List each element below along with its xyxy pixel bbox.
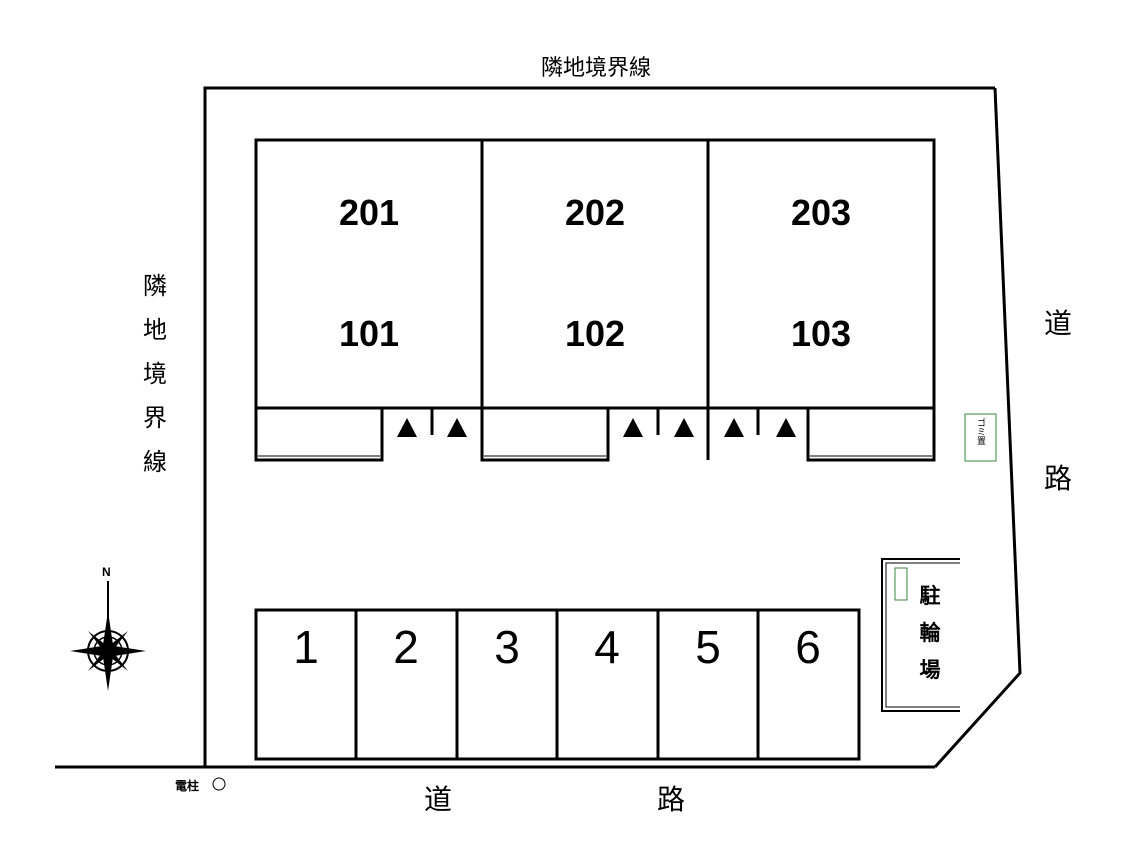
parking-slot-1: 1 bbox=[293, 621, 319, 673]
building-outline bbox=[254, 138, 936, 410]
site-boundary-right bbox=[933, 87, 1022, 769]
parking-lot bbox=[254, 608, 861, 761]
top-boundary-label: 隣地境界線 bbox=[540, 56, 651, 81]
right-road-label-1: 道 bbox=[1044, 307, 1073, 340]
site-boundary-left-top bbox=[203, 86, 995, 767]
utility-pole-label: 電柱 bbox=[175, 779, 200, 793]
entrance-triangle bbox=[397, 418, 417, 437]
unit-203: 203 bbox=[790, 192, 852, 233]
porch-unit-2 bbox=[480, 408, 610, 462]
entrance-triangle bbox=[623, 418, 643, 437]
parking-slot-5: 5 bbox=[695, 621, 721, 673]
compass-north-label: N bbox=[102, 565, 111, 579]
entrance-triangle bbox=[447, 418, 467, 437]
apartment-building bbox=[254, 138, 936, 462]
bottom-road-label-2: 路 bbox=[657, 783, 686, 816]
parking-slot-4: 4 bbox=[594, 621, 620, 673]
compass-rose bbox=[70, 581, 146, 691]
unit-202: 202 bbox=[564, 192, 626, 233]
left-boundary-label: 隣 地 境 界 線 bbox=[143, 272, 167, 476]
unit-101: 101 bbox=[338, 313, 400, 354]
unit-103: 103 bbox=[790, 313, 852, 354]
unit-201: 201 bbox=[338, 192, 400, 233]
garbage-station-label: ゴミ置 bbox=[975, 418, 985, 445]
porch-unit-3 bbox=[806, 408, 936, 462]
bicycle-parking-label: 駐 輪 場 bbox=[919, 584, 941, 682]
bicycle-parking-marker bbox=[894, 567, 908, 601]
parking-slot-6: 6 bbox=[795, 621, 821, 673]
garbage-station bbox=[964, 413, 997, 462]
entrance-triangle bbox=[674, 418, 694, 437]
right-road-label-2: 路 bbox=[1044, 462, 1073, 495]
bottom-road-label-1: 道 bbox=[424, 783, 453, 816]
porch-unit-1 bbox=[254, 408, 384, 462]
parking-slot-2: 2 bbox=[393, 621, 419, 673]
utility-pole-symbol bbox=[212, 777, 226, 791]
parking-slot-3: 3 bbox=[494, 621, 520, 673]
entrance-triangle bbox=[776, 418, 796, 437]
entrance-markers bbox=[397, 418, 796, 437]
entrance-triangle bbox=[724, 418, 744, 437]
bicycle-parking-area bbox=[881, 558, 960, 712]
unit-102: 102 bbox=[564, 313, 626, 354]
